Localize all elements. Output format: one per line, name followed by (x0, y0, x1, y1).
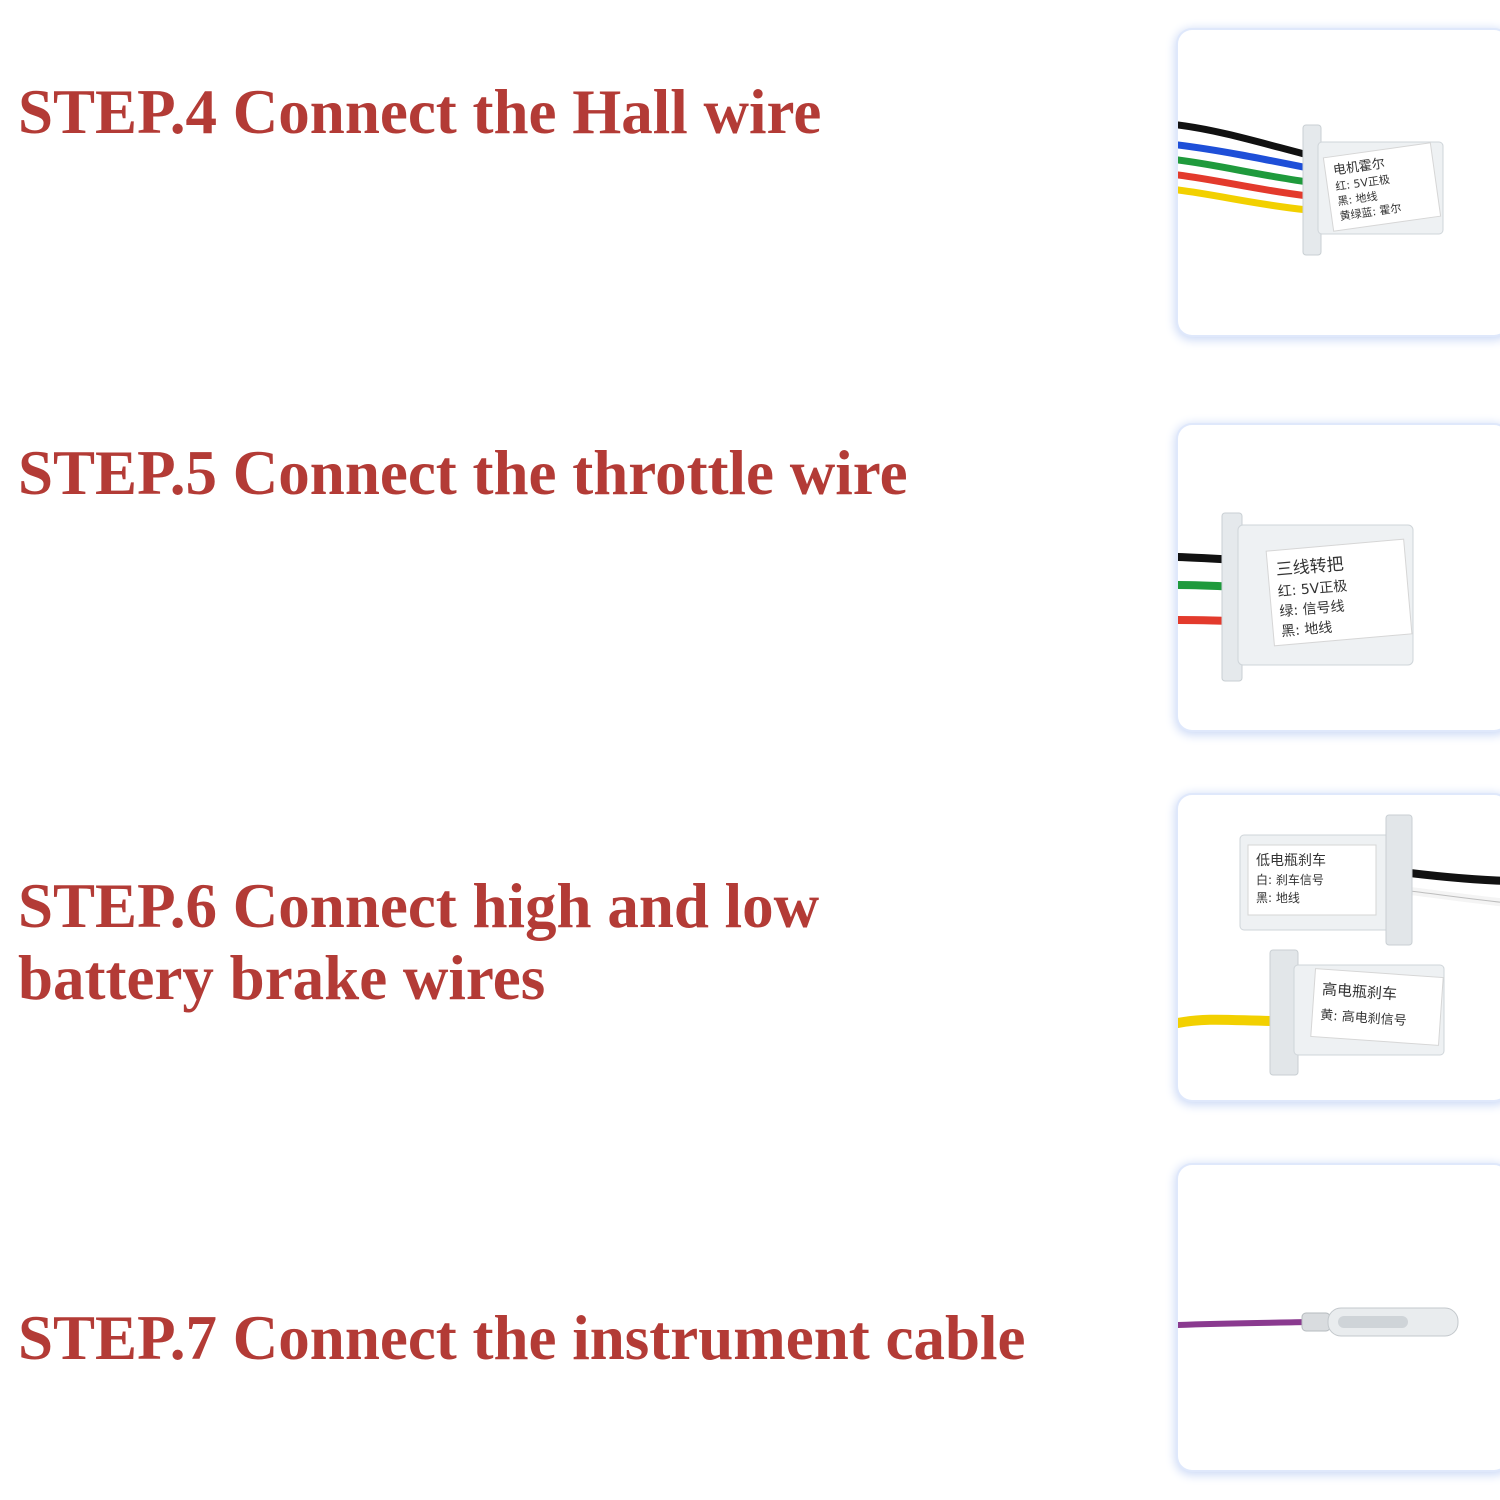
brake-low-connector-flange (1385, 814, 1413, 946)
brake-high-wire-yellow (1178, 1014, 1283, 1028)
step-7-photo (1178, 1165, 1500, 1470)
brake-low-wire-black (1406, 869, 1500, 885)
terminal-crimp (1301, 1312, 1331, 1332)
hall-wire-blue (1178, 141, 1312, 172)
hall-wire-red (1178, 171, 1312, 200)
step-5-title: STEP.5 Connect the throttle wire (18, 438, 908, 508)
brake-connectors-image: 低电瓶刹车 白: 刹车信号 黑: 地线 高电瓶刹车 黄: 高电刹信号 (1178, 814, 1500, 1076)
hall-label-sticker (1322, 142, 1442, 232)
throttle-label-line3: 绿: 信号线 (1279, 599, 1345, 621)
instrument-cable-image (1178, 1307, 1459, 1337)
hall-label-line3: 黑: 地线 (1337, 189, 1379, 208)
throttle-label-sticker (1265, 538, 1413, 647)
hall-connector-image: 电机霍尔 红: 5V正极 黑: 地线 黄绿蓝: 霍尔 (1178, 121, 1444, 256)
brake-low-label-line1: 低电瓶刹车 (1256, 852, 1326, 869)
brake-low-label-line3: 黑: 地线 (1256, 891, 1300, 905)
bullet-terminal-metal (1338, 1316, 1408, 1328)
brake-low-label-line2: 白: 刹车信号 (1256, 872, 1324, 887)
step-7-title: STEP.7 Connect the instrument cable (18, 1303, 1026, 1373)
step-5-photo: 三线转把 红: 5V正极 绿: 信号线 黑: 地线 (1178, 425, 1500, 730)
brake-high-label-line2: 黄: 高电刹信号 (1320, 1007, 1407, 1029)
step-4-photo: 电机霍尔 红: 5V正极 黑: 地线 黄绿蓝: 霍尔 (1178, 30, 1500, 335)
brake-high-label-line1: 高电瓶刹车 (1321, 980, 1397, 1003)
throttle-label-line2: 红: 5V正极 (1277, 578, 1348, 600)
hall-wire-black (1178, 121, 1312, 159)
step-6-title-line1: STEP.6 Connect high and low (18, 871, 820, 941)
instrument-wire-purple (1178, 1319, 1309, 1328)
hall-wire-yellow (1178, 186, 1312, 214)
step-6-title-line2: battery brake wires (18, 943, 546, 1013)
throttle-label-line4: 黑: 地线 (1281, 620, 1333, 640)
brake-high-label-sticker (1310, 968, 1444, 1046)
step-4-title: STEP.4 Connect the Hall wire (18, 77, 822, 147)
hall-label-line1: 电机霍尔 (1332, 156, 1386, 178)
throttle-connector-image: 三线转把 红: 5V正极 绿: 信号线 黑: 地线 (1178, 512, 1414, 682)
brake-low-label-sticker (1247, 844, 1377, 916)
hall-wire-green (1178, 156, 1312, 186)
step-6-photo: 低电瓶刹车 白: 刹车信号 黑: 地线 高电瓶刹车 黄: 高电刹信号 (1178, 795, 1500, 1100)
